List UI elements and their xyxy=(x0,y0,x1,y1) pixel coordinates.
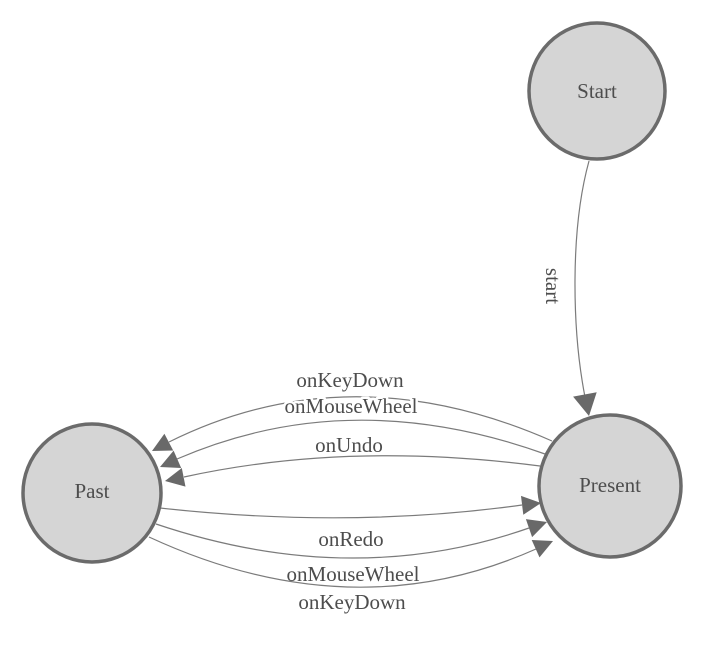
edge-path xyxy=(159,504,523,519)
node-start[interactable]: Start xyxy=(527,21,667,161)
node-past-circle xyxy=(21,422,163,564)
edge-path xyxy=(176,419,546,460)
edge-label-onredo: onRedo xyxy=(318,527,383,551)
node-past-label: Past xyxy=(74,479,109,503)
node-present-circle xyxy=(537,413,683,559)
edge-present-to-past-onmousewheel[interactable]: onMouseWheel xyxy=(160,392,546,468)
node-present[interactable]: Present xyxy=(537,413,683,559)
node-start-circle xyxy=(527,21,667,161)
arrowhead-icon xyxy=(152,433,174,451)
arrowhead-icon xyxy=(573,392,597,416)
edge-path xyxy=(574,160,590,398)
edge-path xyxy=(168,396,553,443)
edge-path xyxy=(155,523,530,559)
arrowhead-icon xyxy=(521,495,541,515)
edge-past-to-present-onmousewheel[interactable]: onMouseWheel xyxy=(155,519,547,589)
arrowhead-icon xyxy=(165,468,186,487)
edge-present-to-past-onkeydown[interactable]: onKeyDown xyxy=(152,366,553,451)
edge-path xyxy=(148,536,537,588)
edge-start-to-present[interactable]: start xyxy=(539,160,597,416)
node-start-label: Start xyxy=(577,79,617,103)
arrowhead-icon xyxy=(525,519,547,538)
edge-label-onkeydown-bottom: onKeyDown xyxy=(298,590,406,614)
edge-present-to-past-onundo[interactable]: onUndo xyxy=(165,431,541,487)
arrowhead-icon xyxy=(160,450,182,468)
edge-label-start: start xyxy=(541,268,565,304)
edge-label-onmousewheel-bottom: onMouseWheel xyxy=(287,562,420,586)
edge-label-onundo: onUndo xyxy=(315,433,383,457)
edge-past-to-present-onkeydown[interactable]: onKeyDown xyxy=(148,536,553,617)
edge-path xyxy=(183,455,541,478)
edge-label-onmousewheel-top: onMouseWheel xyxy=(285,394,418,418)
edge-past-to-present-onredo[interactable]: onRedo xyxy=(159,495,541,554)
node-present-label: Present xyxy=(579,473,641,497)
arrowhead-icon xyxy=(531,540,553,558)
node-past[interactable]: Past xyxy=(21,422,163,564)
edge-label-onkeydown-top: onKeyDown xyxy=(296,368,404,392)
